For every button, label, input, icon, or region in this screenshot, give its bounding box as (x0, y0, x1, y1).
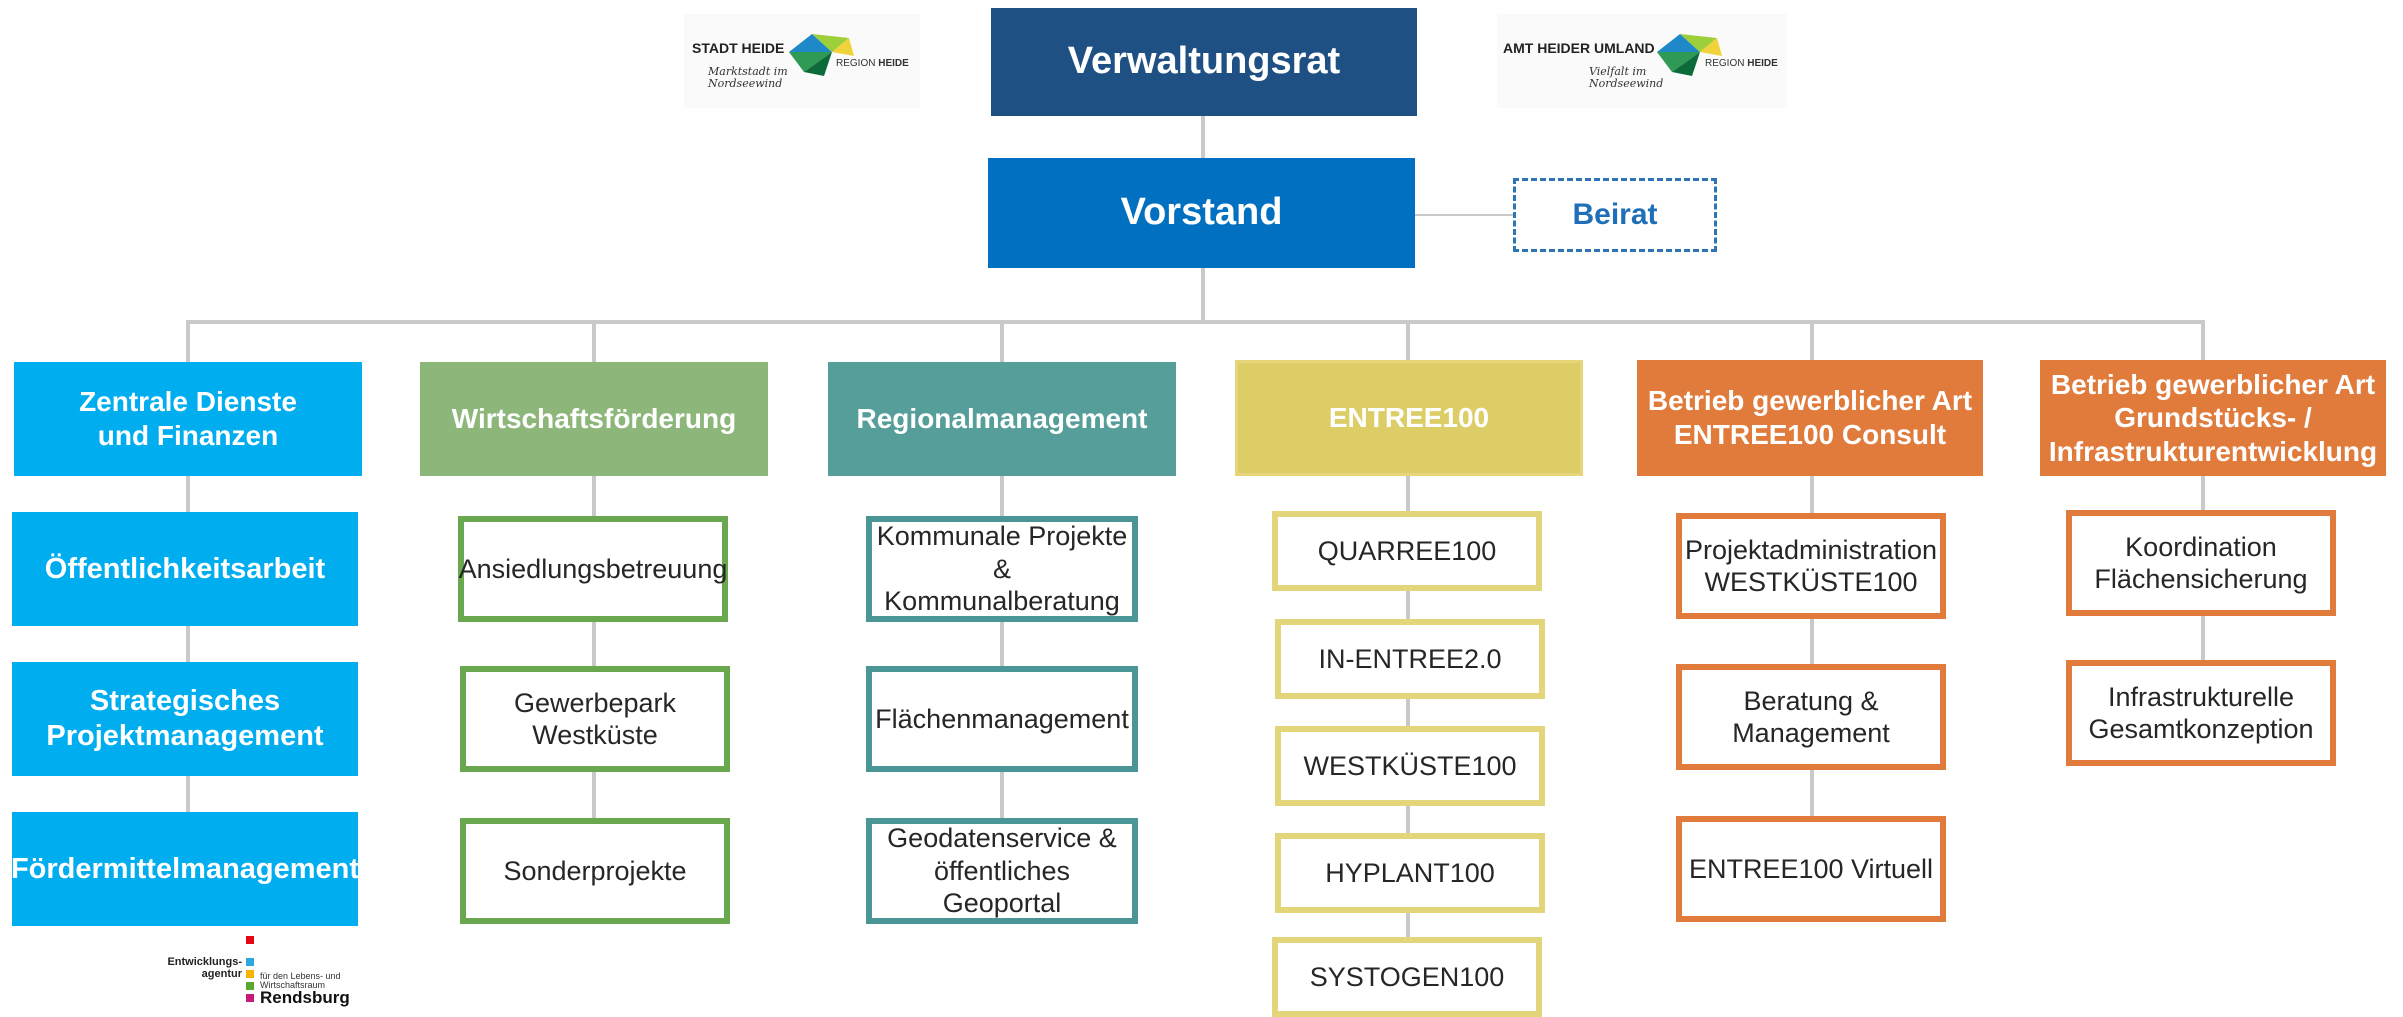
box-label: Geodatenservice & öffentliches Geoportal (887, 823, 1117, 919)
connector-horizontal-bar-right (1203, 320, 2203, 324)
connector-vorstand-down (1201, 268, 1205, 322)
rendsburg-small2: Wirtschaftsraum (260, 980, 326, 990)
column-header-entree100: ENTREE100 (1235, 360, 1583, 476)
connector-horizontal-bar (188, 320, 1203, 324)
logo-square-yellow (246, 970, 254, 978)
box-label: Infrastrukturelle Gesamtkonzeption (2088, 681, 2314, 744)
stadt-heide-name: STADT HEIDE (692, 40, 785, 56)
box-label: Ansiedlungsbetreuung (458, 553, 728, 584)
stadt-heide-logo: STADT HEIDE Marktstadt im Nordseewind RE… (684, 14, 920, 108)
box-label: Gewerbepark Westküste (513, 687, 677, 750)
box-label: HYPLANT100 (1325, 857, 1495, 888)
box-label: Kommunale Projekte & Kommunalberatung (876, 521, 1128, 617)
entwicklungsagentur-rendsburg-logo: Entwicklungs- agentur für den Lebens- un… (150, 934, 360, 1008)
box-strategisches-projektmanagement: Strategisches Projektmanagement (12, 662, 358, 776)
box-oeffentlichkeitsarbeit: Öffentlichkeitsarbeit (12, 512, 358, 626)
box-label: Projektadministration WESTKÜSTE100 (1684, 534, 1938, 597)
amt-heider-umland-region: REGION HEIDE (1705, 58, 1778, 69)
rendsburg-small1: für den Lebens- und (260, 971, 341, 981)
box-label: IN-ENTREE2.0 (1318, 643, 1502, 674)
box-label: SYSTOGEN100 (1309, 961, 1505, 992)
column-header-label: Zentrale Dienste und Finanzen (79, 386, 297, 451)
box-label: QUARREE100 (1317, 535, 1497, 566)
box-gewerbepark-westkueste: Gewerbepark Westküste (460, 666, 730, 772)
box-koordination-flaechensicherung: Koordination Flächensicherung (2066, 510, 2336, 616)
column-header-wirtschaftsfoerderung: Wirtschaftsförderung (420, 362, 768, 476)
beirat-label: Beirat (1572, 198, 1658, 231)
logo-square-green (246, 982, 254, 990)
amt-heider-umland-tagline: Vielfalt im Nordseewind (1589, 65, 1664, 91)
column-header-zentrale-dienste: Zentrale Dienste und Finanzen (14, 362, 362, 476)
rendsburg-city: Rendsburg (260, 988, 350, 1007)
stadt-heide-tagline: Marktstadt im Nordseewind (708, 65, 788, 91)
beirat-box: Beirat (1513, 178, 1717, 252)
box-label: Sonderprojekte (503, 855, 687, 886)
connector-col1-drop (186, 320, 190, 362)
connector-col3-vertical (1000, 476, 1004, 826)
box-systogen100: SYSTOGEN100 (1272, 937, 1542, 1017)
logo-square-blue (246, 958, 254, 966)
column-header-label: Regionalmanagement (856, 403, 1148, 435)
box-label: ENTREE100 Virtuell (1688, 853, 1934, 884)
amt-heider-umland-logo: AMT HEIDER UMLAND Vielfalt im Nordseewin… (1497, 14, 1787, 108)
vorstand-box: Vorstand (988, 158, 1415, 268)
box-hyplant100: HYPLANT100 (1275, 833, 1545, 913)
column-header-regionalmanagement: Regionalmanagement (828, 362, 1176, 476)
connector-col2-drop (592, 320, 596, 362)
column-header-bga-grundstuecksentwicklung: Betrieb gewerblicher Art Grundstücks- / … (2040, 360, 2386, 476)
logo-square-red (246, 936, 254, 944)
stadt-heide-region: REGION HEIDE (836, 58, 909, 69)
rendsburg-line1: Entwicklungs- (167, 956, 242, 968)
connector-col5-vertical (1810, 476, 1814, 826)
box-label: Öffentlichkeitsarbeit (44, 552, 326, 585)
box-projektadministration: Projektadministration WESTKÜSTE100 (1676, 513, 1946, 619)
box-infrastrukturelle-gesamtkonzeption: Infrastrukturelle Gesamtkonzeption (2066, 660, 2336, 766)
connector-col6-drop (2201, 320, 2205, 362)
box-label: Strategisches Projektmanagement (46, 685, 324, 752)
connector-col2-vertical (592, 476, 596, 826)
column-header-bga-entree100-consult: Betrieb gewerblicher Art ENTREE100 Consu… (1637, 360, 1983, 476)
column-header-label: ENTREE100 (1328, 402, 1490, 434)
box-kommunale-projekte: Kommunale Projekte & Kommunalberatung (866, 516, 1138, 622)
box-quarree100: QUARREE100 (1272, 511, 1542, 591)
box-label: Beratung & Management (1732, 685, 1890, 748)
amt-heider-umland-name: AMT HEIDER UMLAND (1503, 40, 1655, 56)
box-label: WESTKÜSTE100 (1303, 750, 1517, 781)
box-westkueste100: WESTKÜSTE100 (1275, 726, 1545, 806)
verwaltungsrat-box: Verwaltungsrat (991, 8, 1417, 116)
vorstand-label: Vorstand (1120, 191, 1283, 234)
region-heide-emblem-icon (1657, 34, 1722, 76)
connector-col3-drop (1000, 320, 1004, 362)
connector-verwaltungsrat-vorstand (1201, 116, 1205, 158)
box-flaechenmanagement: Flächenmanagement (866, 666, 1138, 772)
box-geodatenservice: Geodatenservice & öffentliches Geoportal (866, 818, 1138, 924)
column-header-label: Wirtschaftsförderung (451, 403, 737, 435)
box-ansiedlungsbetreuung: Ansiedlungsbetreuung (458, 516, 728, 622)
box-foerdermittelmanagement: Fördermittelmanagement (10, 812, 360, 926)
column-header-label: Betrieb gewerblicher Art Grundstücks- / … (2048, 368, 2378, 467)
verwaltungsrat-label: Verwaltungsrat (1067, 40, 1341, 83)
connector-col1-vertical (186, 476, 190, 816)
box-beratung-management: Beratung & Management (1676, 664, 1946, 770)
connector-col4-drop (1406, 320, 1410, 362)
logo-square-magenta (246, 994, 254, 1002)
box-entree100-virtuell: ENTREE100 Virtuell (1676, 816, 1946, 922)
box-in-entree2: IN-ENTREE2.0 (1275, 619, 1545, 699)
box-label: Flächenmanagement (875, 703, 1129, 734)
connector-col5-drop (1810, 320, 1814, 362)
box-label: Koordination Flächensicherung (2094, 531, 2308, 594)
box-sonderprojekte: Sonderprojekte (460, 818, 730, 924)
column-header-label: Betrieb gewerblicher Art ENTREE100 Consu… (1647, 385, 1973, 450)
region-heide-emblem-icon (789, 34, 854, 76)
connector-vorstand-beirat (1415, 214, 1515, 216)
rendsburg-line2: agentur (201, 968, 242, 980)
box-label: Fördermittelmanagement (10, 852, 360, 885)
